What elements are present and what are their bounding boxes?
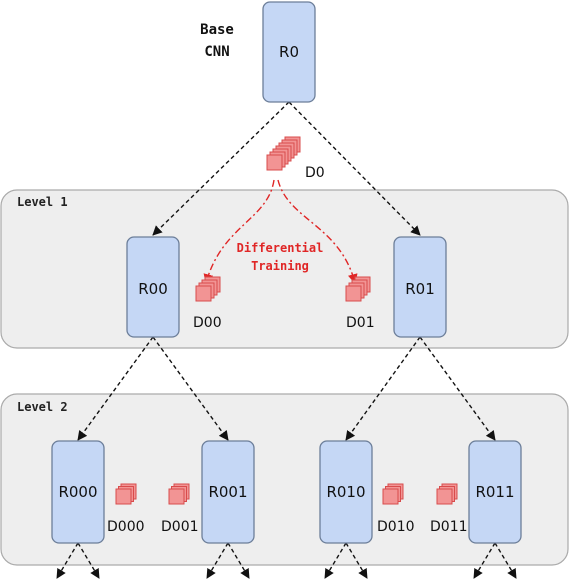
- dataset-stack-d001: [168, 483, 190, 505]
- edge-r01-r010: [345, 336, 421, 441]
- base-cnn-label-line2: CNN: [204, 44, 229, 60]
- differential-edge-left: [203, 179, 275, 284]
- level-2-label: Level 2: [17, 400, 68, 414]
- dataset-sheet: [382, 488, 399, 505]
- dataset-stack-d0: [266, 136, 301, 171]
- level-1-label: Level 1: [17, 195, 68, 209]
- dataset-sheet: [266, 154, 283, 171]
- dataset-label-d0: D0: [305, 165, 325, 181]
- edge-r00-r000: [77, 336, 154, 441]
- node-r00-label: R00: [138, 280, 168, 298]
- edge-r00-r001: [152, 336, 229, 441]
- differential-edge-right: [277, 179, 358, 284]
- dataset-stack-d011: [436, 483, 458, 505]
- dataset-label-d00: D00: [193, 315, 222, 331]
- node-r010-label: R010: [326, 483, 365, 501]
- edge-r0-r00: [152, 101, 290, 236]
- node-r001[interactable]: R001: [201, 440, 255, 544]
- dataset-sheet: [345, 285, 362, 302]
- dataset-label-d01: D01: [346, 315, 375, 331]
- dataset-label-d000: D000: [107, 519, 145, 535]
- node-r010[interactable]: R010: [319, 440, 373, 544]
- node-r000-label: R000: [58, 483, 97, 501]
- dataset-stack-d010: [382, 483, 404, 505]
- dataset-stack-d000: [115, 483, 137, 505]
- dataset-label-d010: D010: [377, 519, 415, 535]
- node-r0-label: R0: [279, 43, 299, 61]
- dataset-label-d001: D001: [161, 519, 199, 535]
- node-r011[interactable]: R011: [468, 440, 522, 544]
- dataset-label-d011: D011: [430, 519, 468, 535]
- dataset-sheet: [115, 488, 132, 505]
- dataset-sheet: [195, 285, 212, 302]
- dataset-stack-d00: [195, 276, 221, 302]
- differential-training-line2: Training: [251, 259, 309, 273]
- edge-r01-r011: [419, 336, 496, 441]
- differential-training-line1: Differential: [237, 241, 324, 255]
- node-r01-label: R01: [405, 280, 435, 298]
- dataset-sheet: [436, 488, 453, 505]
- base-cnn-label-line1: Base: [200, 22, 234, 38]
- edge-r0-r01: [288, 101, 421, 236]
- node-r01[interactable]: R01: [393, 236, 447, 338]
- node-r000[interactable]: R000: [51, 440, 105, 544]
- node-r011-label: R011: [475, 483, 514, 501]
- level-2-panel: [0, 393, 569, 566]
- dataset-sheet: [168, 488, 185, 505]
- node-r001-label: R001: [208, 483, 247, 501]
- tree-edges: [56, 101, 517, 579]
- node-r00[interactable]: R00: [126, 236, 180, 338]
- dataset-stack-d01: [345, 276, 371, 302]
- node-r0[interactable]: R0: [262, 1, 316, 103]
